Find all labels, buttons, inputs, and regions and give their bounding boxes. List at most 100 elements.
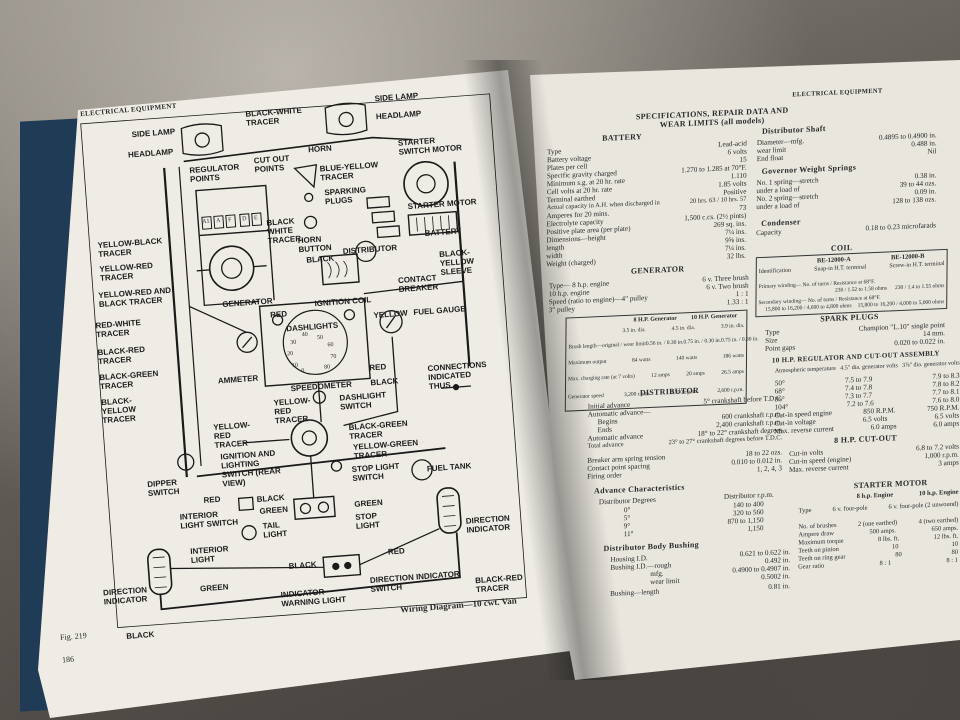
table-cell: BE-12000-A bbox=[816, 256, 851, 265]
condenser-heading: Condenser bbox=[761, 217, 801, 228]
table-cell: 12 amps bbox=[651, 372, 670, 379]
table-cell: Maximum output bbox=[568, 358, 607, 367]
table-cell: Distributor r.p.m. bbox=[723, 490, 774, 501]
table-cell: Bushing—length bbox=[610, 587, 660, 598]
table-cell: 11° bbox=[623, 529, 634, 539]
interior-light-switch-symbol bbox=[237, 496, 255, 512]
table-cell: 230 / 1.4 to 1.55 ohms bbox=[895, 283, 945, 292]
generator-table-row: Maximum output 84 watts 140 watts 186 watts bbox=[568, 353, 744, 367]
table-cell: 3.5 in. dia. bbox=[622, 327, 646, 335]
harness-left-2 bbox=[178, 166, 202, 467]
table-cell: 26.5 amps bbox=[721, 368, 744, 376]
table-cell: 3 amps bbox=[938, 458, 959, 468]
table-cell: 128 to 138 ozs. bbox=[892, 195, 937, 206]
distributor-symbol bbox=[355, 240, 377, 263]
table-cell: 1.33 : 1 bbox=[726, 297, 749, 307]
table-cell: End float bbox=[756, 153, 784, 164]
starter-switch-symbol bbox=[403, 160, 449, 207]
battery-heading: BATTERY bbox=[602, 132, 643, 143]
table-cell: Gear ratio bbox=[798, 562, 825, 571]
table-cell: Total advance bbox=[587, 441, 624, 450]
spark-plugs-heading: SPARK PLUGS bbox=[820, 311, 879, 324]
table-cell: 10 bbox=[951, 540, 959, 548]
table-cell: Type bbox=[798, 507, 812, 515]
table-cell: Snap-in H.T. terminal bbox=[814, 264, 867, 273]
table-cell: Weight (charged) bbox=[546, 258, 596, 269]
table-cell: 6.0 amps bbox=[933, 419, 960, 429]
table-cell: 6.0 amps bbox=[870, 422, 897, 432]
table-cell: 0.020 to 0.022 in. bbox=[894, 337, 945, 348]
bushing-row: Bushing—length 0.81 in. bbox=[610, 582, 790, 598]
starter-motor-heading: STARTER MOTOR bbox=[853, 477, 928, 491]
table-cell: 3" pulley bbox=[548, 305, 575, 315]
harness-top bbox=[183, 136, 413, 163]
table-cell: 3.9 in. dia. bbox=[720, 322, 745, 330]
starter-motor-row: Type 6 v. four-pole 6 v. four-pole (2 unwo… bbox=[799, 501, 959, 515]
table-cell: 80 bbox=[895, 551, 902, 559]
sparking-plugs-symbol bbox=[366, 195, 401, 239]
fuel-tank-symbol bbox=[411, 459, 433, 481]
table-cell: 80 bbox=[951, 548, 959, 556]
table-cell: 84 watts bbox=[632, 356, 651, 364]
table-cell: 10 h.p. Engine bbox=[918, 488, 959, 498]
harness-right bbox=[453, 161, 471, 367]
regulator-box bbox=[195, 184, 270, 237]
starter-motor-table: 8 h.p. Engine 10 h.p. Engine Type 6 v. fou… bbox=[798, 488, 959, 571]
table-cell: wear limit bbox=[650, 576, 680, 587]
table-cell: 0.81 in. bbox=[768, 582, 790, 591]
table-cell: 230 / 1.52 to 1.58 ohms bbox=[834, 285, 888, 294]
table-cell: 1, 2, 4, 3 bbox=[756, 464, 783, 474]
direction-indicator-right-symbol bbox=[436, 487, 462, 534]
table-cell: 140 watts bbox=[676, 354, 698, 362]
interior-light-symbol bbox=[241, 525, 257, 541]
harness-bottom bbox=[196, 447, 446, 478]
table-cell: 6 v. four-pole bbox=[832, 504, 868, 514]
table-cell: 650 amps. bbox=[931, 524, 959, 533]
table-cell: Capacity bbox=[756, 228, 782, 238]
generator-table-subheader: 3.5 in. dia. 4.5 in. dia. 3.9 in. dia. bbox=[622, 323, 744, 334]
stop-light-switch-symbol bbox=[330, 460, 343, 472]
speedometer-dial bbox=[282, 309, 348, 375]
table-cell: 500 amps. bbox=[869, 527, 897, 536]
table-cell: 4.5" dia. generator volts bbox=[840, 363, 898, 372]
cut-out-heading: 8 H.P. CUT-OUT bbox=[834, 433, 897, 445]
left-page bbox=[38, 70, 578, 718]
table-cell: 0.75 in. / 0.30 in. bbox=[683, 337, 722, 346]
table-cell: Max. charging rate (at 7 volts) bbox=[568, 373, 635, 383]
table-cell: BE-12000-B bbox=[890, 252, 925, 262]
table-cell: 8 h.p. Engine bbox=[856, 491, 894, 501]
bushing-heading: Distributor Body Bushing bbox=[603, 539, 700, 554]
ignition-coil-symbol bbox=[320, 253, 360, 286]
dashlight-bulbs bbox=[271, 309, 356, 326]
dipper-switch-symbol bbox=[177, 453, 195, 471]
harness-left bbox=[163, 167, 188, 478]
table-cell: Firing order bbox=[587, 471, 622, 481]
direction-indicator-left-symbol bbox=[147, 548, 173, 596]
table-cell: 4.5 in. dia. bbox=[671, 324, 696, 332]
table-cell: 8 H.P. Generator bbox=[633, 315, 677, 324]
table-cell: under a load of bbox=[756, 201, 800, 212]
horn-button-symbol bbox=[303, 215, 318, 229]
table-cell: Brush length—original / wear limit bbox=[568, 341, 646, 351]
distributor-shaft-heading: Distributor Shaft bbox=[761, 124, 826, 136]
table-cell: 10 bbox=[891, 543, 899, 551]
table-cell: 12 lbs. ft. bbox=[933, 532, 959, 541]
advance-heading: Advance Characteristics bbox=[594, 482, 685, 496]
table-cell: 6 v. four-pole (2 unwound) bbox=[888, 500, 959, 511]
table-cell: Atmospheric temperature bbox=[774, 365, 836, 375]
table-cell: Nil bbox=[927, 147, 937, 156]
diagram-frame bbox=[80, 93, 528, 628]
right-page-header: ELECTRICAL EQUIPMENT bbox=[792, 87, 883, 99]
table-cell: 186 watts bbox=[722, 352, 745, 360]
table-cell: 1,150 bbox=[747, 524, 764, 533]
coil-heading: COIL bbox=[830, 242, 853, 253]
fuel-gauge-symbol bbox=[379, 310, 403, 334]
